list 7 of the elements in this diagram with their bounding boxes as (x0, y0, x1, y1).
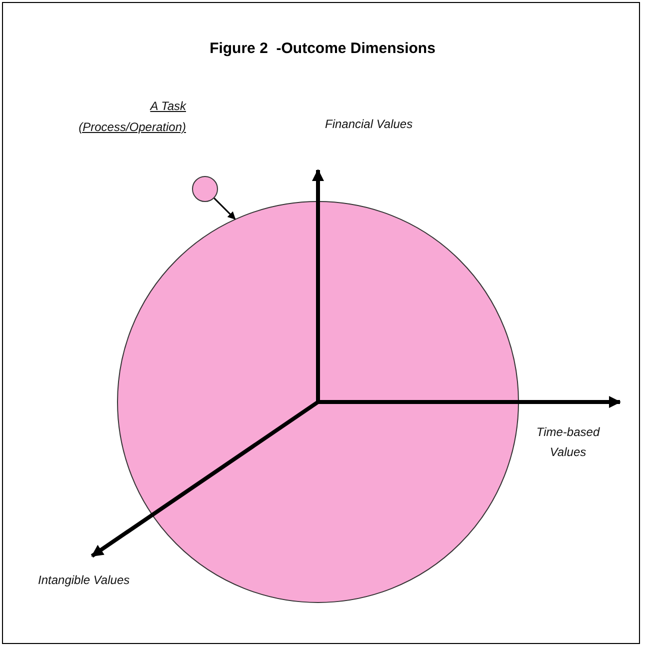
axis-label: Intangible Values (38, 572, 131, 589)
axis-label: Financial Values (325, 116, 414, 133)
task-caption: A Task (Process/Operation) (78, 98, 186, 136)
arrow (214, 198, 236, 220)
task-circle (192, 176, 218, 202)
figure-title: Figure 2 -Outcome Dimensions (208, 40, 436, 57)
axis-label: Time-based Values (535, 424, 601, 461)
